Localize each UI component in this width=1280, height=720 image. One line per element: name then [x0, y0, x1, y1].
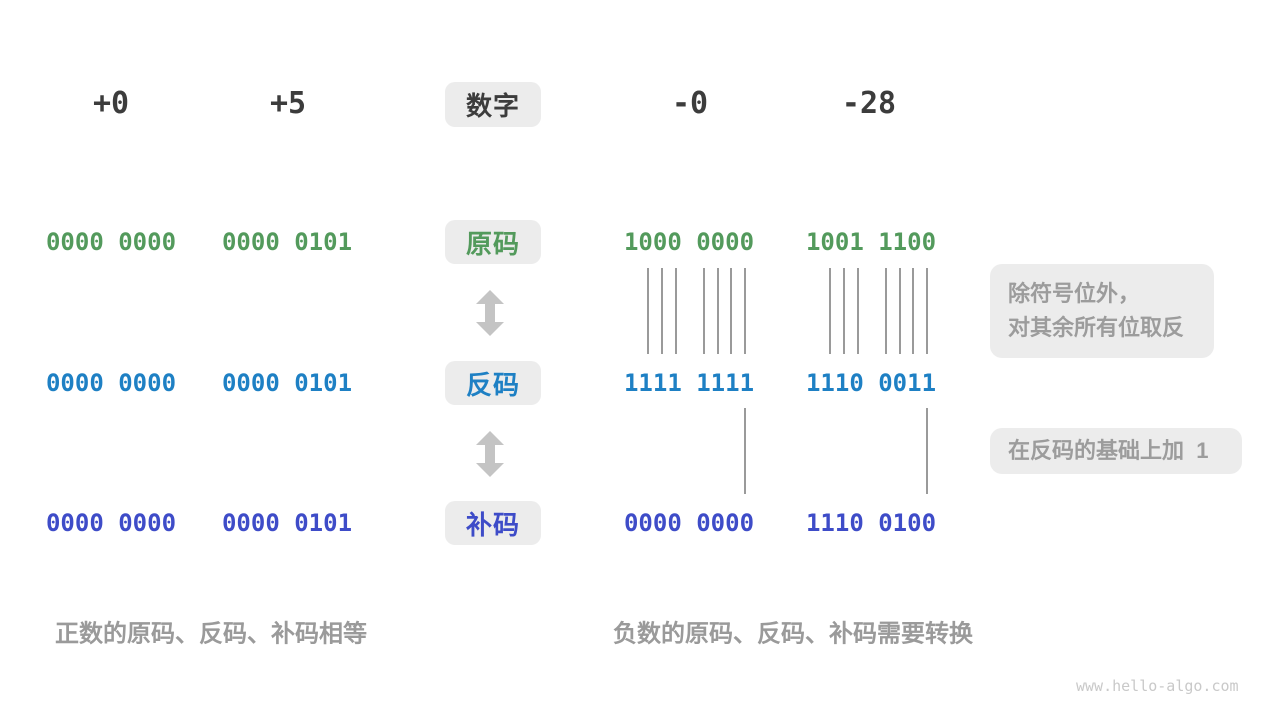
annotation-add-one-text: 在反码的基础上加 1 [1008, 438, 1209, 463]
twos-complement-value: 1110 0100 [805, 509, 937, 537]
bit-tick [926, 268, 928, 354]
ones-complement-value: 0000 0101 [221, 369, 353, 397]
bit-tick [717, 268, 719, 354]
caption-positive-numbers: 正数的原码、反码、补码相等 [55, 620, 367, 648]
annotation-add-one: 在反码的基础上加 1 [990, 428, 1242, 474]
annotation-flip-bits: 除符号位外， 对其余所有位取反 [990, 264, 1214, 358]
bit-tick [730, 268, 732, 354]
up-down-arrow-icon [476, 431, 504, 477]
header-value-minus-twenty-eight: -28 [841, 86, 897, 121]
bit-tick [843, 268, 845, 354]
annotation-flip-line1: 除符号位外， [1008, 281, 1141, 306]
twos-complement-value: 0000 0101 [221, 509, 353, 537]
bit-tick [912, 268, 914, 354]
bit-tick [829, 268, 831, 354]
caption-negative-numbers: 负数的原码、反码、补码需要转换 [613, 620, 973, 648]
number-chip: 数字 [445, 82, 541, 127]
header-value-plus-five: +5 [269, 86, 307, 121]
up-down-arrow-icon [476, 290, 504, 336]
twos-complement-value: 0000 0000 [45, 509, 177, 537]
bit-tick [744, 268, 746, 354]
ones-complement-value: 1110 0011 [805, 369, 937, 397]
twos-complement-chip-label: 补码 [465, 509, 520, 540]
twos-complement-chip: 补码 [445, 501, 541, 545]
bit-tick [703, 268, 705, 354]
sign-magnitude-value: 1001 1100 [805, 228, 937, 256]
bit-tick [885, 268, 887, 354]
bit-tick [899, 268, 901, 354]
sign-magnitude-chip-label: 原码 [465, 228, 520, 259]
ones-complement-value: 1111 1111 [623, 369, 755, 397]
sign-magnitude-value: 0000 0000 [45, 228, 177, 256]
ones-complement-chip-label: 反码 [465, 369, 520, 400]
sign-magnitude-chip: 原码 [445, 220, 541, 264]
bit-tick [857, 268, 859, 354]
sign-magnitude-value: 0000 0101 [221, 228, 353, 256]
bit-tick-add-one [744, 408, 746, 494]
annotation-flip-line2: 对其余所有位取反 [1008, 315, 1185, 340]
bit-tick-add-one [926, 408, 928, 494]
bit-tick [675, 268, 677, 354]
ones-complement-value: 0000 0000 [45, 369, 177, 397]
bit-tick [661, 268, 663, 354]
number-chip-label: 数字 [465, 91, 520, 121]
sign-magnitude-value: 1000 0000 [623, 228, 755, 256]
ones-complement-chip: 反码 [445, 361, 541, 405]
twos-complement-value: 0000 0000 [623, 509, 755, 537]
header-value-plus-zero: +0 [92, 86, 130, 121]
bit-tick [647, 268, 649, 354]
header-value-minus-zero: -0 [671, 86, 709, 121]
watermark-url: www.hello-algo.com [1076, 677, 1239, 695]
